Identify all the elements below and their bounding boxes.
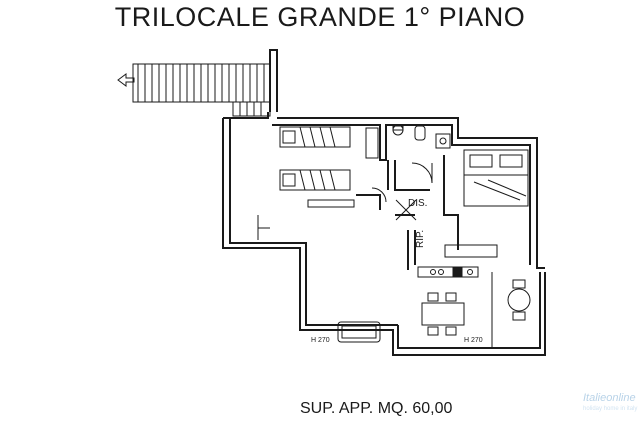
door-swings <box>257 187 417 240</box>
entrance-arrow-icon <box>117 73 135 87</box>
plan-title: TRILOCALE GRANDE 1° PIANO <box>114 2 526 32</box>
double-bed <box>463 149 529 207</box>
dis-label: DIS. <box>408 198 427 209</box>
bathroom-fixtures <box>392 124 451 184</box>
wardrobe <box>444 244 498 258</box>
height-label-right: H 270 <box>464 337 483 344</box>
sofa <box>337 321 381 343</box>
balcony-table <box>491 272 531 348</box>
kitchen-counter <box>417 266 479 278</box>
room-divider-walls <box>356 155 459 270</box>
watermark-tagline: holiday home in italy <box>583 406 638 412</box>
rip-label: RIP. <box>415 230 426 248</box>
area-label: SUP. APP. MQ. 60,00 <box>300 400 453 417</box>
staircase <box>132 63 271 117</box>
bunk-beds <box>279 126 379 208</box>
dining-table <box>421 292 465 336</box>
height-label-left: H 270 <box>311 337 330 344</box>
exterior-walls <box>222 49 546 356</box>
watermark-logo: Italieonline <box>583 392 636 404</box>
